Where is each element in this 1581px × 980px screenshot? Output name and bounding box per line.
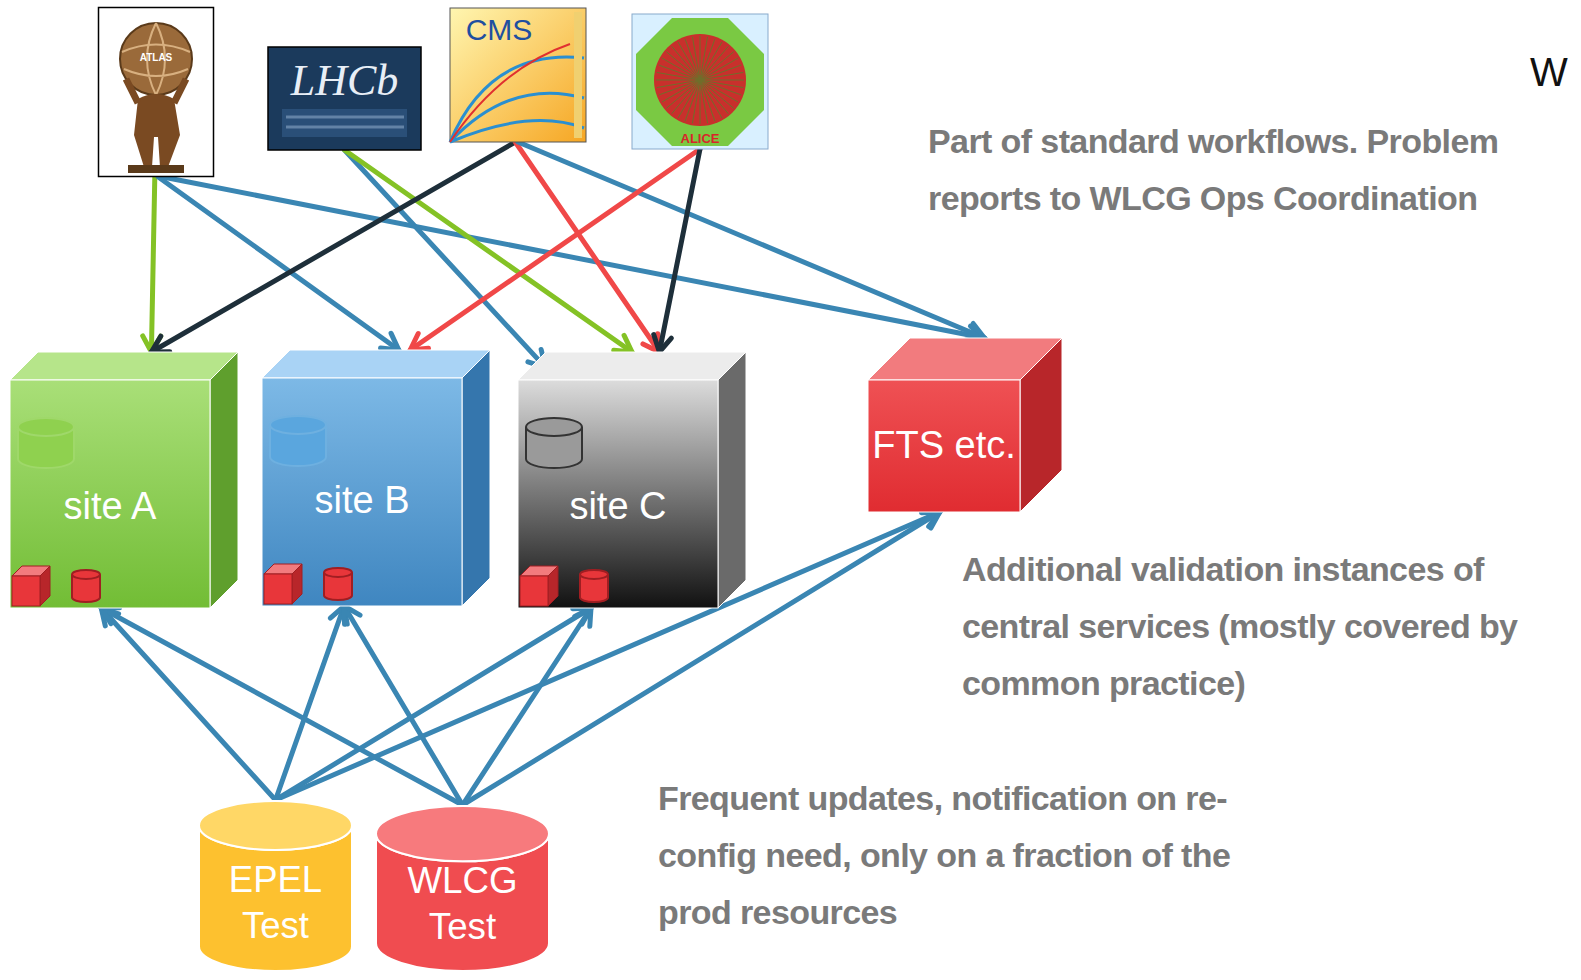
arrow-connector <box>151 177 154 352</box>
text-area: WLCG Test <box>375 841 550 966</box>
corner-logo: W <box>1530 52 1574 92</box>
arrow-connector <box>659 149 700 352</box>
node-shape <box>632 14 768 149</box>
arrow-connector <box>101 608 462 805</box>
arrow-connector <box>410 149 700 350</box>
logo-text: ATLAS <box>140 52 173 65</box>
text-area: site C <box>518 452 718 562</box>
node-shape <box>518 352 746 608</box>
text-area: site A <box>10 452 210 562</box>
note-text: Additional validation instances of centr… <box>962 541 1572 712</box>
node-label: WLCG Test <box>375 858 550 950</box>
site-box: site B <box>262 350 490 606</box>
text-area: EPEL Test <box>198 840 353 965</box>
node-label: site C <box>569 483 666 531</box>
note-text: Frequent updates, notification on re-con… <box>658 770 1298 941</box>
experiment-logo: CMS <box>450 8 586 142</box>
node-label: FTS etc. <box>872 422 1016 470</box>
text-area: ATLAS <box>128 49 184 67</box>
node-label: site B <box>314 477 409 525</box>
arrow-connector <box>344 606 462 805</box>
logo-text: CMS <box>466 11 533 49</box>
experiment-logo: ATLAS <box>98 7 214 177</box>
text-area: CMS <box>454 10 544 50</box>
text-area: LHCb <box>268 53 421 107</box>
arrow-connector <box>276 606 345 800</box>
arrow-connector <box>158 177 398 350</box>
node-shape <box>10 352 238 608</box>
text-area: ALICE <box>652 130 748 148</box>
node-label: EPEL Test <box>198 857 353 948</box>
site-box: site C <box>518 352 746 608</box>
note-text: Part of standard workflows. Problem repo… <box>928 113 1558 227</box>
repository-cylinder: EPEL Test <box>198 800 353 972</box>
arrow-connector <box>463 608 592 805</box>
experiment-logo: LHCb <box>268 47 421 150</box>
node-label: site A <box>64 483 157 531</box>
site-box: site A <box>10 352 238 608</box>
logo-text: ALICE <box>681 131 720 147</box>
arrow-connector <box>276 608 592 800</box>
node-shape <box>98 7 214 177</box>
repository-cylinder: WLCG Test <box>375 805 550 972</box>
node-shape <box>262 350 490 606</box>
arrow-connector <box>518 142 984 338</box>
text-area: FTS etc. <box>868 380 1020 512</box>
text-area: site B <box>262 446 462 556</box>
experiment-logo: ALICE <box>632 14 768 149</box>
logo-text: LHCb <box>291 53 399 108</box>
arrow-connector <box>101 608 275 800</box>
service-box: FTS etc. <box>868 338 1062 512</box>
